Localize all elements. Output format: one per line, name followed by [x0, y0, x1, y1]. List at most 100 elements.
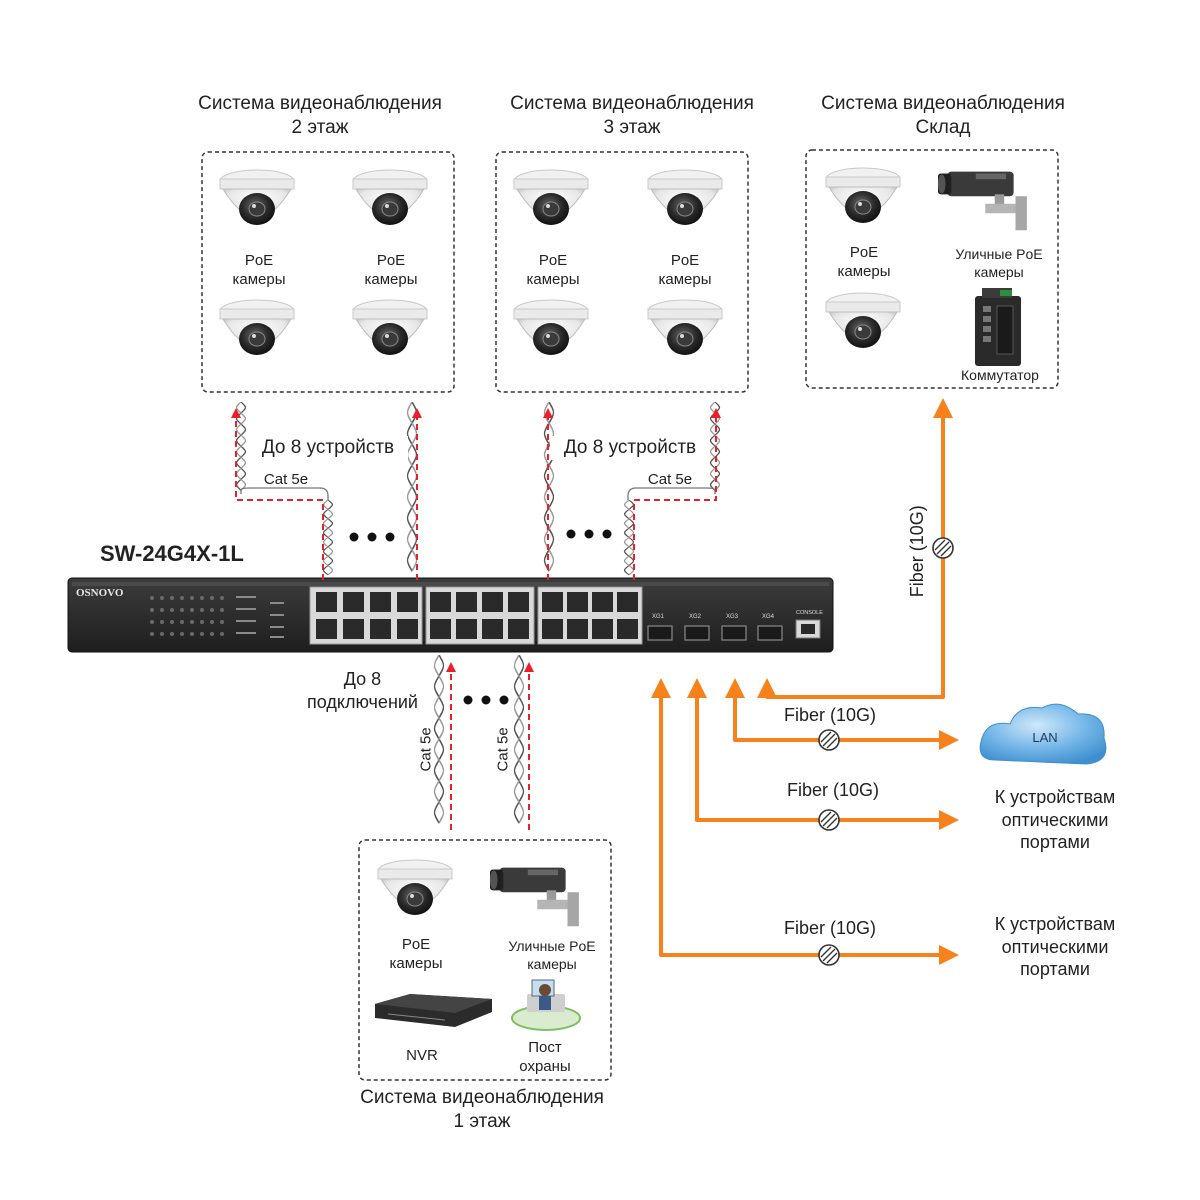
- switch-model-label: SW-24G4X-1L: [100, 541, 244, 566]
- device-label-line2: камеры: [389, 954, 443, 972]
- switch-brand: OSNOVO: [76, 587, 124, 599]
- group-title-line1: Система видеонаблюдения: [821, 93, 1065, 114]
- device-label-line1: PoE: [538, 252, 568, 269]
- nvr-icon: [375, 994, 492, 1027]
- cable-label: Cat 5e: [417, 727, 435, 772]
- down-label-line2: подключений: [307, 691, 418, 712]
- group-box-floor2: [201, 151, 455, 393]
- cable-label: Cat 5e: [647, 471, 693, 488]
- device-label-line2: камеры: [232, 270, 286, 288]
- sfp-label-2: XG2: [689, 614, 702, 620]
- lan-label: LAN: [1032, 730, 1057, 745]
- dome-camera-icon: [825, 167, 901, 224]
- dome-camera-icon: [647, 169, 723, 226]
- main-switch: [67, 577, 834, 653]
- fiber-label: Fiber (10G): [906, 505, 927, 598]
- device-label-line1: PoE: [849, 244, 879, 261]
- device-label: PoE камеры: [351, 252, 431, 290]
- industrial-switch-icon: [975, 288, 1021, 366]
- guard-post-label: Пост охраны: [505, 1039, 585, 1077]
- device-label-line2: камеры: [658, 270, 712, 288]
- device-label: Уличные PoE камеры: [494, 938, 610, 973]
- dome-camera-icon: [377, 859, 453, 916]
- device-label-line1: PoE: [670, 252, 700, 269]
- device-label-line1: Уличные PoE: [508, 938, 596, 954]
- fiber-label: Fiber (10G): [783, 705, 877, 725]
- optical-label-line3: портами: [1020, 832, 1090, 852]
- device-label: Уличные PoE камеры: [940, 246, 1058, 281]
- optical-label-line2: оптическими: [1001, 936, 1109, 957]
- group-title-line2: Склад: [915, 116, 971, 138]
- group-title-floor3: Система видеонаблюдения 3 этаж: [482, 92, 782, 140]
- down-connections-label: До 8 подключений: [290, 668, 435, 713]
- dome-camera-icon: [352, 299, 428, 356]
- device-label-line2: камеры: [364, 270, 418, 288]
- device-label: PoE камеры: [219, 252, 299, 290]
- up-devices-label: До 8 устройств: [550, 436, 710, 460]
- group-title-line2: 3 этаж: [603, 116, 661, 138]
- bullet-camera-icon: [490, 867, 579, 927]
- bullet-camera-icon: [938, 171, 1027, 231]
- dome-camera-icon: [219, 299, 295, 356]
- dome-camera-icon: [647, 299, 723, 356]
- device-label-line2: камеры: [837, 262, 891, 280]
- optical-label-line2: оптическими: [1001, 809, 1109, 830]
- device-label: PoE камеры: [376, 936, 456, 974]
- guard-label-line1: Пост: [528, 1039, 562, 1056]
- device-label-line1: Уличные PoE: [955, 246, 1043, 262]
- dome-camera-icon: [219, 169, 295, 226]
- device-label-line2: камеры: [974, 263, 1024, 280]
- group-title-line1: Система видеонаблюдения: [510, 93, 754, 114]
- device-label-line2: камеры: [526, 270, 580, 288]
- group-title-line1: Система видеонаблюдения: [360, 1087, 604, 1108]
- sfp-label-3: XG3: [726, 614, 739, 620]
- group-box-floor1: [358, 839, 612, 1081]
- dome-camera-icon: [513, 299, 589, 356]
- rj45-port-block: [309, 586, 643, 645]
- fiber-coupler-icon: [818, 537, 954, 966]
- console-label: CONSOLE: [796, 610, 823, 616]
- optical-label-line3: портами: [1020, 959, 1090, 979]
- security-post-icon: [511, 979, 581, 1031]
- down-label-line1: До 8: [343, 669, 382, 689]
- poe-arrows-down: [446, 662, 534, 830]
- group-box-floor3: [495, 151, 749, 393]
- device-label-line2: камеры: [527, 955, 577, 972]
- optical-label-line1: К устройствам: [994, 914, 1116, 934]
- group-box-warehouse: [805, 149, 1059, 389]
- sfp-label-1: XG1: [652, 614, 665, 620]
- cable-label: Cat 5e: [494, 727, 512, 772]
- lan-cloud-icon: [979, 703, 1107, 765]
- group-title-warehouse: Система видеонаблюдения Склад: [793, 92, 1093, 140]
- device-label: PoE камеры: [645, 252, 725, 290]
- fiber-label: Fiber (10G): [786, 780, 880, 800]
- device-label-line1: PoE: [244, 252, 274, 269]
- fiber-links: [651, 398, 959, 965]
- cable-label: Cat 5e: [263, 471, 309, 488]
- group-title-line2: 1 этаж: [453, 1110, 511, 1132]
- sfp-label-4: XG4: [762, 614, 775, 620]
- group-title-floor1: Система видеонаблюдения 1 этаж: [332, 1086, 632, 1134]
- cat5e-links-up: [235, 402, 721, 576]
- up-devices-label: До 8 устройств: [248, 436, 408, 460]
- ellipsis-dots: [349, 529, 612, 705]
- optical-label-line1: К устройствам: [994, 787, 1116, 807]
- poe-arrows-up: [231, 408, 721, 580]
- device-label-line1: PoE: [376, 252, 406, 269]
- group-title-floor2: Система видеонаблюдения 2 этаж: [170, 92, 470, 140]
- optical-devices-label: К устройствам оптическими портами: [960, 913, 1150, 981]
- dome-camera-icon: [352, 169, 428, 226]
- device-label: PoE камеры: [824, 244, 904, 282]
- group-title-line2: 2 этаж: [291, 116, 349, 138]
- fiber-label: Fiber (10G): [783, 918, 877, 938]
- optical-devices-label: К устройствам оптическими портами: [960, 786, 1150, 854]
- group-title-line1: Система видеонаблюдения: [198, 93, 442, 114]
- nvr-label: NVR: [406, 1047, 438, 1064]
- guard-label-line2: охраны: [519, 1057, 571, 1075]
- dome-camera-icon: [513, 169, 589, 226]
- device-label-line1: PoE: [401, 936, 431, 953]
- dome-camera-icon: [825, 292, 901, 349]
- device-label: PoE камеры: [513, 252, 593, 290]
- switch-device-label: Коммутатор: [961, 367, 1039, 383]
